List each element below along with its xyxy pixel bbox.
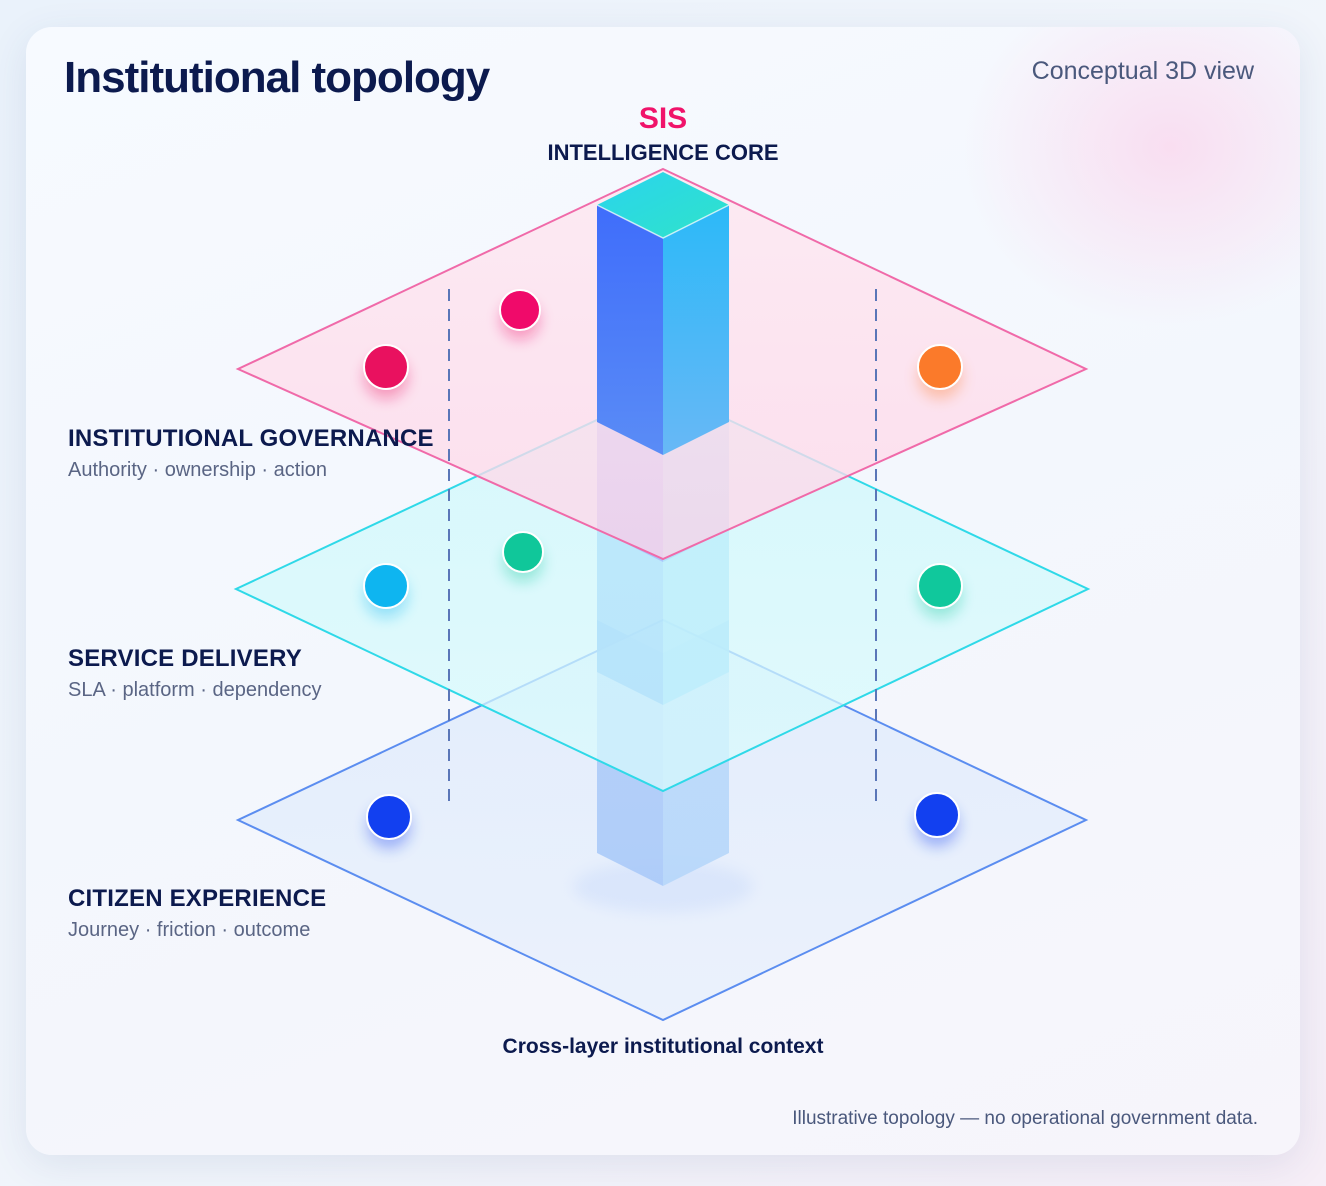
nodes-citizen-experience (366, 792, 960, 849)
node-citizen-2[interactable] (914, 792, 960, 838)
layer-label-governance: INSTITUTIONAL GOVERNANCE Authority · own… (68, 425, 434, 482)
plane-citizen-experience (235, 618, 1089, 1022)
node-governance-1[interactable] (363, 344, 409, 390)
topology-diagram (233, 167, 1091, 1022)
background-glow (960, 27, 1300, 327)
node-service-3[interactable] (917, 563, 963, 609)
node-governance-3[interactable] (917, 344, 963, 390)
core-label: SIS INTELLIGENCE CORE (547, 102, 778, 166)
layer-desc-governance: Authority · ownership · action (68, 459, 328, 481)
nodes-institutional-governance (363, 289, 963, 399)
layer-desc-citizen: Journey · friction · outcome (68, 919, 311, 941)
core-column-top (596, 172, 730, 455)
node-service-1[interactable] (363, 563, 409, 609)
layer-name-citizen: CITIZEN EXPERIENCE (68, 885, 327, 912)
layer-label-service: SERVICE DELIVERY SLA · platform · depend… (68, 645, 321, 702)
layer-desc-service: SLA · platform · dependency (68, 679, 322, 701)
core-name: SIS (638, 102, 688, 135)
footnote: Illustrative topology — no operational g… (792, 1108, 1258, 1129)
page-title: Institutional topology (64, 53, 490, 102)
topology-card: Institutional topology Conceptual 3D vie… (26, 27, 1300, 1155)
nodes-service-delivery (363, 531, 963, 618)
node-service-2[interactable] (502, 531, 544, 573)
core-subtitle: INTELLIGENCE CORE (547, 140, 779, 165)
node-citizen-1[interactable] (366, 794, 412, 840)
cross-layer-context-label: Cross-layer institutional context (502, 1035, 824, 1058)
layer-name-governance: INSTITUTIONAL GOVERNANCE (68, 425, 434, 452)
node-governance-2[interactable] (499, 289, 541, 331)
layer-name-service: SERVICE DELIVERY (68, 645, 302, 672)
view-subtitle: Conceptual 3D view (1031, 57, 1254, 85)
layer-label-citizen: CITIZEN EXPERIENCE Journey · friction · … (68, 885, 326, 942)
